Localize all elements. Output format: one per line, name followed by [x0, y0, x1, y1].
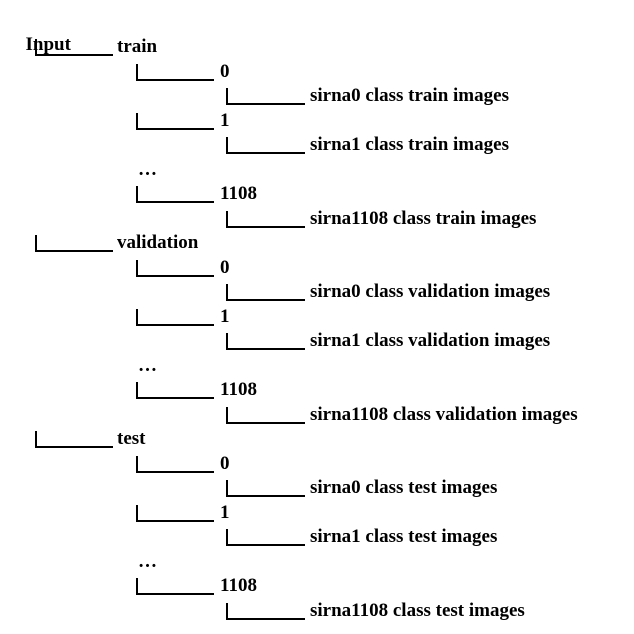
tree-connector — [226, 330, 310, 352]
folder-validation: validation — [35, 232, 198, 254]
tree-connector — [136, 575, 220, 597]
class-images-validation-1-label: sirna1 class validation images — [310, 330, 551, 351]
folder-train: train — [35, 36, 157, 58]
tree-root-input: Input — [16, 12, 71, 55]
class-images-validation-0: sirna0 class validation images — [226, 281, 550, 303]
class-folder-test-0: 0 — [136, 453, 230, 475]
ellipsis-test-label: … — [138, 550, 157, 572]
folder-test-label: test — [117, 428, 146, 449]
class-images-validation-1: sirna1 class validation images — [226, 330, 550, 352]
tree-connector — [35, 428, 117, 450]
class-folder-train-1108: 1108 — [136, 183, 257, 205]
tree-connector — [226, 404, 310, 426]
tree-connector — [226, 600, 310, 622]
ellipsis-train: … — [138, 159, 157, 181]
class-folder-train-0: 0 — [136, 61, 230, 83]
class-images-train-0: sirna0 class train images — [226, 85, 509, 107]
tree-connector — [136, 453, 220, 475]
folder-test: test — [35, 428, 145, 450]
tree-connector — [136, 110, 220, 132]
tree-connector — [35, 232, 117, 254]
tree-connector — [35, 36, 117, 58]
class-images-test-0-label: sirna0 class test images — [310, 477, 498, 498]
ellipsis-test: … — [138, 551, 157, 573]
class-folder-train-1-label: 1 — [220, 109, 230, 131]
class-images-train-1108-label: sirna1108 class train images — [310, 207, 537, 229]
class-images-test-1108-label: sirna1108 class test images — [310, 599, 525, 621]
class-images-validation-1108-label: sirna1108 class validation images — [310, 403, 578, 425]
class-folder-test-1108: 1108 — [136, 575, 257, 597]
class-images-validation-1108: sirna1108 class validation images — [226, 404, 578, 426]
folder-validation-label: validation — [117, 232, 199, 253]
class-images-train-1-label: sirna1 class train images — [310, 134, 509, 155]
class-folder-test-1108-label: 1108 — [220, 575, 257, 596]
class-folder-validation-1: 1 — [136, 306, 230, 328]
tree-connector — [136, 183, 220, 205]
class-folder-validation-0-label: 0 — [220, 256, 230, 278]
tree-connector — [136, 379, 220, 401]
class-images-test-1: sirna1 class test images — [226, 526, 497, 548]
folder-train-label: train — [117, 36, 158, 57]
class-folder-test-0-label: 0 — [220, 452, 230, 474]
ellipsis-validation: … — [138, 355, 157, 377]
class-images-train-1108: sirna1108 class train images — [226, 208, 536, 230]
ellipsis-validation-label: … — [138, 354, 157, 376]
class-folder-train-0-label: 0 — [220, 60, 230, 82]
class-images-validation-0-label: sirna0 class validation images — [310, 281, 551, 302]
class-folder-validation-1-label: 1 — [220, 305, 230, 327]
class-folder-validation-1108-label: 1108 — [220, 379, 257, 400]
class-folder-validation-0: 0 — [136, 257, 230, 279]
class-folder-train-1: 1 — [136, 110, 230, 132]
class-folder-validation-1108: 1108 — [136, 379, 257, 401]
ellipsis-train-label: … — [138, 158, 157, 180]
tree-connector — [136, 61, 220, 83]
class-images-test-1-label: sirna1 class test images — [310, 526, 498, 547]
tree-connector — [226, 477, 310, 499]
class-folder-test-1-label: 1 — [220, 501, 230, 523]
class-folder-train-1108-label: 1108 — [220, 183, 257, 204]
class-images-train-1: sirna1 class train images — [226, 134, 509, 156]
class-images-test-0: sirna0 class test images — [226, 477, 497, 499]
tree-connector — [136, 306, 220, 328]
tree-connector — [226, 85, 310, 107]
tree-connector — [226, 526, 310, 548]
tree-connector — [136, 257, 220, 279]
class-images-test-1108: sirna1108 class test images — [226, 600, 525, 622]
tree-connector — [226, 281, 310, 303]
class-images-train-0-label: sirna0 class train images — [310, 85, 509, 106]
class-folder-test-1: 1 — [136, 502, 230, 524]
tree-connector — [226, 208, 310, 230]
tree-connector — [136, 502, 220, 524]
tree-connector — [226, 134, 310, 156]
